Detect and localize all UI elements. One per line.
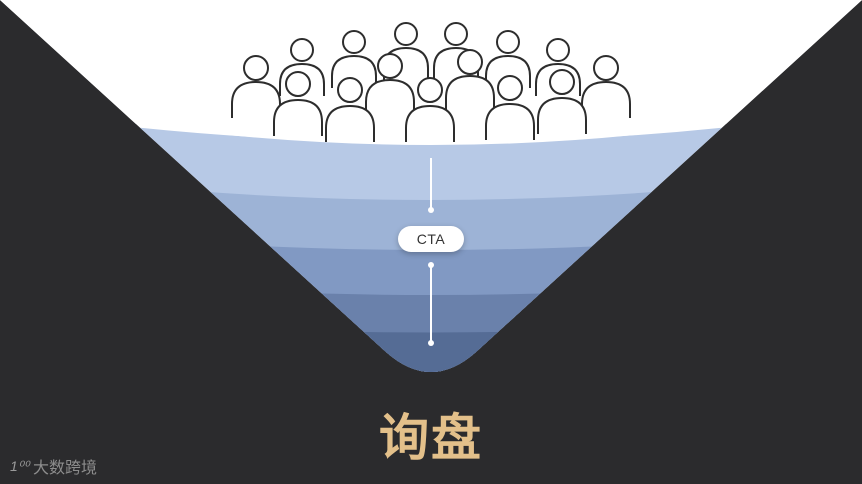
crowd-icons xyxy=(231,22,631,142)
person-icon xyxy=(485,75,535,140)
person-icon xyxy=(581,55,631,118)
person-icon xyxy=(273,71,323,136)
watermark-text: 大数跨境 xyxy=(33,458,98,477)
person-icon xyxy=(231,55,281,118)
connector-dot-top xyxy=(428,207,434,213)
person-icon xyxy=(537,69,587,134)
person-icon xyxy=(405,77,455,142)
connector-dot-mid xyxy=(428,262,434,268)
person-icon xyxy=(325,77,375,142)
watermark: 1⁰⁰ 大数跨境 xyxy=(10,454,97,478)
watermark-logo: 1⁰⁰ xyxy=(10,457,30,474)
diagram-title: 询盘 xyxy=(379,409,483,467)
person-icon xyxy=(445,49,495,112)
person-icon xyxy=(365,53,415,116)
cta-label: CTA xyxy=(398,226,464,252)
connector-dot-bottom xyxy=(428,340,434,346)
